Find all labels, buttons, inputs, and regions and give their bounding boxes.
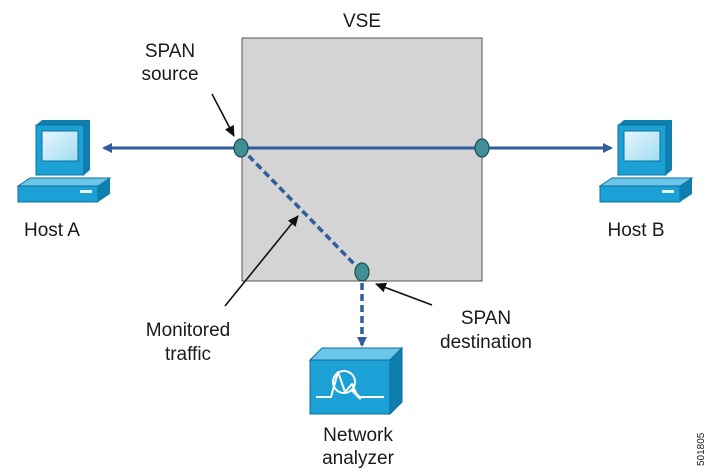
span-source-callout-arrow [211,93,235,137]
host-b-label: Host B [607,220,664,241]
host-b-computer-icon [598,120,694,203]
monitored-traffic-callout-arrow [224,215,299,307]
vse-port-right [474,138,490,158]
vse-label: VSE [343,11,381,32]
span-destination-port [354,262,370,282]
network-analyzer-icon [308,346,404,416]
span-destination-label-line1: SPAN [461,308,511,329]
host-a-computer-icon [16,120,112,203]
span-source-port [233,138,249,158]
span-source-label-line2: source [141,64,198,85]
vse-box [241,37,483,282]
monitored-traffic-label-line2: traffic [165,344,211,365]
span-destination-callout-arrow [375,282,433,306]
monitored-traffic-label-line1: Monitored [146,320,231,341]
figure-id: 501805 [696,432,707,466]
monitored-traffic-path [239,146,364,274]
network-analyzer-label-line1: Network [323,425,393,446]
host-a-label: Host A [24,220,80,241]
span-source-label-line1: SPAN [145,41,195,62]
network-analyzer-label-line2: analyzer [322,448,394,469]
span-destination-label-line2: destination [440,332,532,353]
